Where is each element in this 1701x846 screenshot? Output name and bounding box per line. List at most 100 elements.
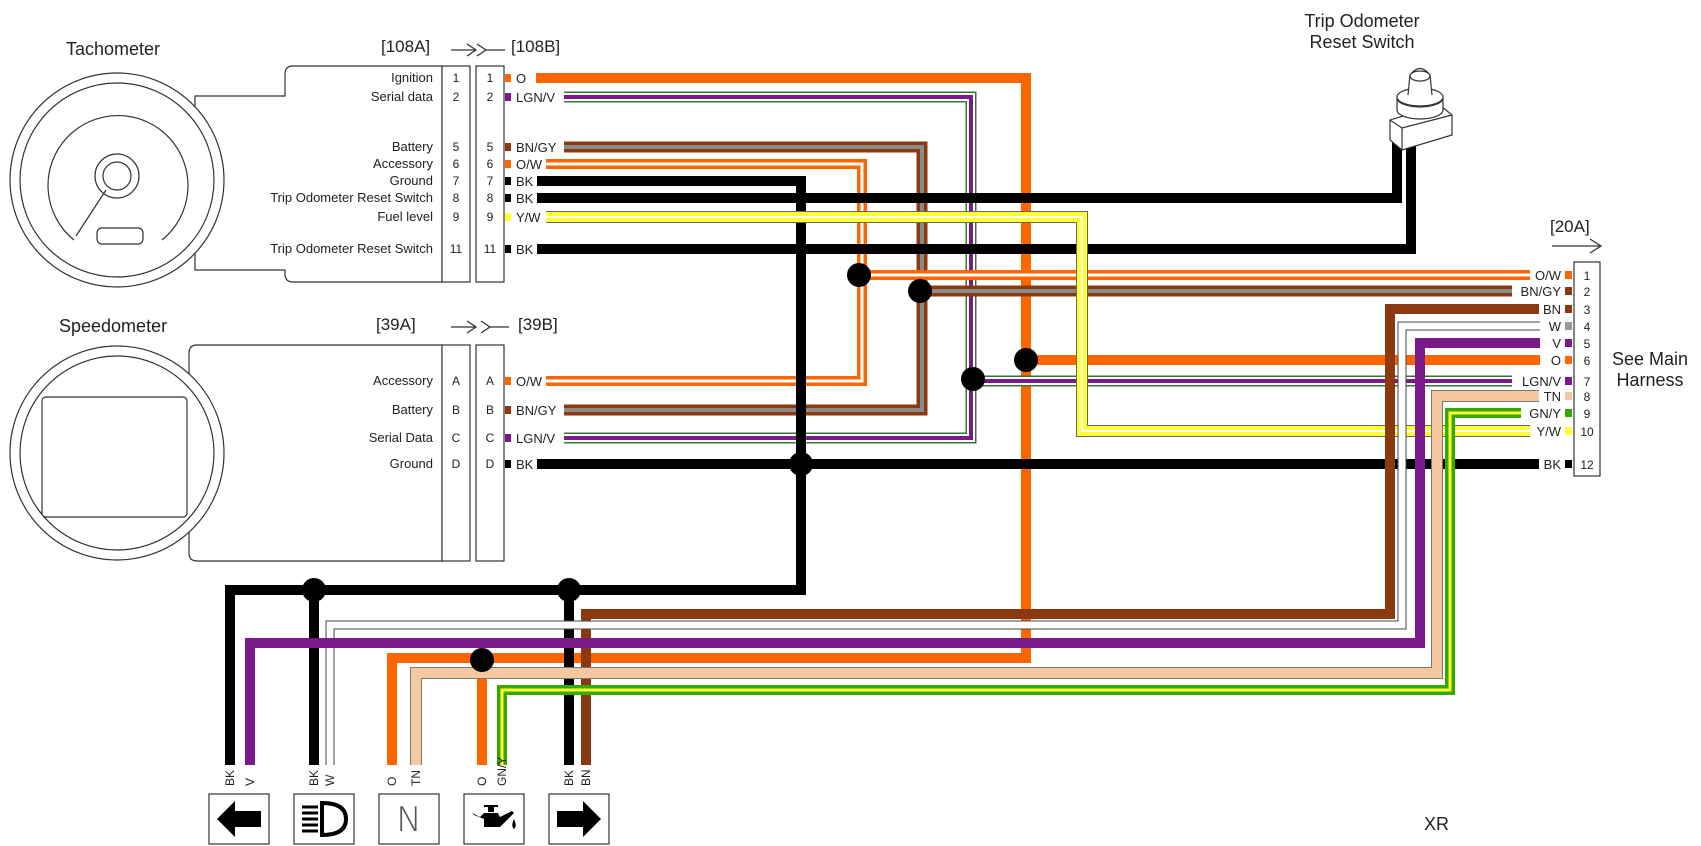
tach-pin-a-number: 8 xyxy=(453,191,460,205)
tach-pin-b-number: 11 xyxy=(484,242,497,256)
wire-o-main xyxy=(387,73,1031,765)
left-turn-arrow-icon xyxy=(217,801,261,837)
main-wire-label: GN/Y xyxy=(1529,406,1561,421)
tach-pin-a-number: 2 xyxy=(453,90,460,104)
tach-pin-a-number: 1 xyxy=(453,71,460,85)
main-wire-label: BK xyxy=(1544,457,1562,472)
main-pin-number: 1 xyxy=(1584,269,1591,283)
tach-pin-label: Ground xyxy=(390,173,433,188)
tach-pin-a-number: 7 xyxy=(453,174,460,188)
tachometer-title: Tachometer xyxy=(66,39,160,59)
wire-stub xyxy=(505,74,511,82)
wire-label-bg xyxy=(1512,282,1563,299)
wire-w xyxy=(325,321,1540,765)
wire-tn xyxy=(410,390,1540,765)
model-label: XR xyxy=(1424,814,1449,834)
wire-label-bg xyxy=(513,138,564,155)
wire-stub xyxy=(1565,287,1572,295)
wire-stub xyxy=(1565,271,1572,279)
trip-switch-title-2: Reset Switch xyxy=(1309,32,1414,52)
wire-stub xyxy=(505,194,511,202)
splice-o-oil xyxy=(470,648,494,672)
main-pin-number: 3 xyxy=(1584,303,1591,317)
wire-stub xyxy=(505,406,511,414)
wire-stub xyxy=(1565,305,1572,313)
main-pin-number: 4 xyxy=(1584,320,1591,334)
speedo-pin-label: Serial Data xyxy=(369,430,434,445)
wire-label-bg xyxy=(513,69,528,86)
high-beam-icon xyxy=(302,800,349,838)
tach-wire-label: O xyxy=(516,71,526,86)
connector-108b: [108B] xyxy=(511,37,560,56)
indicator-wire-label: BK xyxy=(307,770,321,786)
wire-label-bg xyxy=(513,88,564,105)
wire-label-bg xyxy=(513,429,564,446)
indicator-left-turn-arrow: BK V xyxy=(208,770,270,845)
harness-note-2: Harness xyxy=(1616,370,1683,390)
indicator-wire-label: GN/Y xyxy=(495,757,509,786)
wire-label-bg xyxy=(513,208,546,225)
wire-stub xyxy=(505,213,511,221)
mating-arrow-icon xyxy=(451,320,509,334)
speedo-pin-a-number: B xyxy=(452,403,460,417)
tach-pin-label: Trip Odometer Reset Switch xyxy=(270,190,433,205)
tach-pin-b-number: 9 xyxy=(487,210,494,224)
tach-wire-label: BK xyxy=(516,242,534,257)
tach-pin-a-number: 6 xyxy=(453,157,460,171)
indicator-wire-label: BK xyxy=(223,770,237,786)
push-button-switch-icon xyxy=(1389,67,1453,151)
trip-switch-title-1: Trip Odometer xyxy=(1304,11,1419,31)
speedo-pin-b-number: A xyxy=(486,374,494,388)
tach-pin-label: Battery xyxy=(392,139,434,154)
wire-stub xyxy=(1565,339,1572,347)
wire-bk-ground xyxy=(225,176,806,765)
wire-label-bg xyxy=(1548,317,1563,334)
tach-pin-label: Ignition xyxy=(391,70,433,85)
speedometer-display xyxy=(41,396,188,518)
main-wire-label: BN xyxy=(1543,302,1561,317)
tach-pin-b-number: 5 xyxy=(487,140,494,154)
wire-label-bg xyxy=(1530,422,1563,439)
oil-pressure-icon xyxy=(472,805,516,830)
main-pin-number: 2 xyxy=(1584,285,1591,299)
wire-bn xyxy=(581,304,1540,765)
right-turn-arrow-icon xyxy=(557,801,601,837)
wire-stub xyxy=(1565,460,1572,468)
main-pin-number: 8 xyxy=(1584,390,1591,404)
tach-wire-label: BK xyxy=(516,191,534,206)
trip-odometer-reset-switch: Trip Odometer Reset Switch xyxy=(1304,11,1453,151)
wire-label-bg xyxy=(1548,334,1563,351)
speedo-pin-label: Battery xyxy=(392,402,434,417)
tach-pin-b-number: 6 xyxy=(487,157,494,171)
wire-label-bg xyxy=(1512,372,1563,389)
main-pin-number: 10 xyxy=(1580,425,1594,439)
connector-39b: [39B] xyxy=(518,315,558,334)
speedo-pin-a-number: A xyxy=(452,374,460,388)
wire-stub xyxy=(505,93,511,101)
main-wire-label: O xyxy=(1551,353,1561,368)
tach-wire-label: BK xyxy=(516,174,534,189)
tach-pin-b-number: 1 xyxy=(487,71,494,85)
speedometer-title: Speedometer xyxy=(59,316,167,336)
indicator-wire-label: TN xyxy=(409,770,423,786)
wire-label-bg xyxy=(513,372,546,389)
wire-stub xyxy=(505,245,511,253)
splice-bk-rightturn xyxy=(557,578,581,602)
wire-stub xyxy=(505,434,511,442)
tach-pin-a-number: 9 xyxy=(453,210,460,224)
wire-stub xyxy=(505,160,511,168)
wire-label-bg xyxy=(513,455,537,472)
tach-pin-label: Trip Odometer Reset Switch xyxy=(270,241,433,256)
indicator-wire-label: V xyxy=(243,778,257,786)
wire-stub xyxy=(505,377,511,385)
speedo-wire-label: O/W xyxy=(516,374,543,389)
indicator-wire-label: BN xyxy=(579,769,593,786)
wire-label-bg xyxy=(1521,404,1563,421)
harness-note-1: See Main xyxy=(1612,349,1688,369)
indicator-wire-label: O xyxy=(385,777,399,786)
main-wire-label: W xyxy=(1549,319,1562,334)
tach-pin-label: Serial data xyxy=(371,89,434,104)
wire-stub xyxy=(1565,427,1572,435)
